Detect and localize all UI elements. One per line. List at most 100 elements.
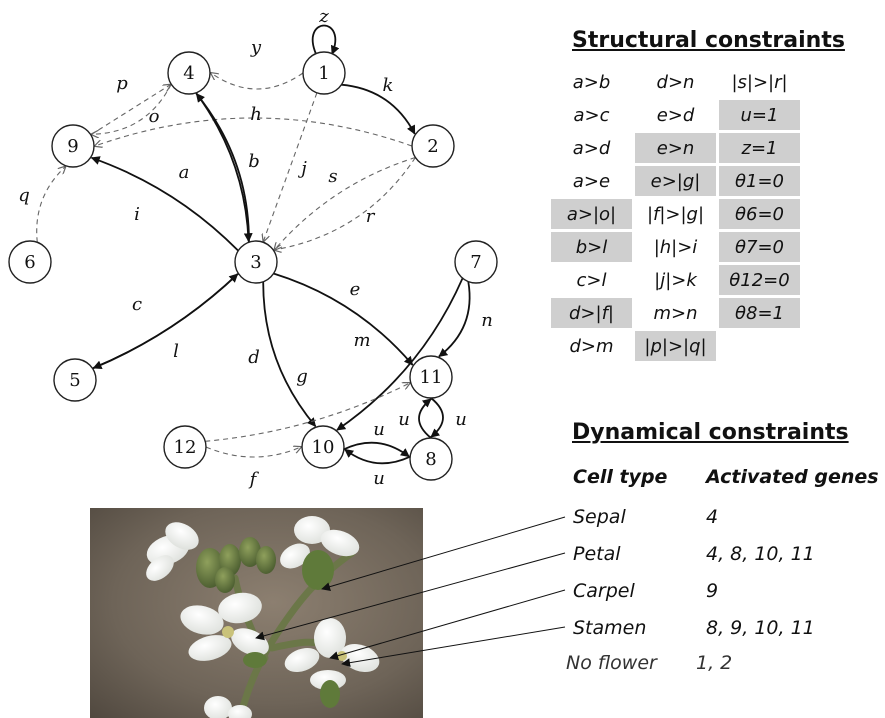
cell-type-header: Cell type bbox=[573, 466, 668, 488]
cell-type-name: Stamen bbox=[573, 617, 647, 639]
node-label: 6 bbox=[24, 252, 35, 273]
constraint-row: d>m|p|>|q| bbox=[551, 331, 800, 361]
node-circle bbox=[8, 240, 52, 284]
edge-u1 bbox=[418, 398, 432, 439]
cell-type-name: Carpel bbox=[573, 580, 635, 602]
node-circle bbox=[454, 240, 498, 284]
constraint-cell: θ12=0 bbox=[719, 265, 800, 295]
dynamical-row-no-flower: No flower 1, 2 bbox=[566, 652, 876, 680]
edge-label-u1: u bbox=[398, 409, 410, 430]
constraint-row: c>l |j|>k θ12=0 bbox=[551, 265, 800, 295]
constraint-cell: θ8=1 bbox=[719, 298, 800, 328]
constraint-cell: |s|>|r| bbox=[731, 71, 788, 93]
node-label: 2 bbox=[427, 136, 438, 157]
flower-partial-bottom bbox=[204, 696, 252, 718]
constraint-cell: |j|>k bbox=[654, 269, 697, 291]
edge-label-z: z bbox=[318, 6, 329, 27]
node-2: 2 bbox=[411, 124, 455, 168]
node-circle bbox=[409, 355, 453, 399]
edge-z bbox=[311, 24, 340, 55]
edge-label-s: s bbox=[328, 166, 337, 187]
edge-u3 bbox=[344, 448, 411, 465]
constraint-cell: z=1 bbox=[719, 133, 800, 163]
edge-p bbox=[92, 83, 172, 134]
edge-label-h: h bbox=[250, 104, 262, 125]
edge-s bbox=[274, 157, 416, 250]
edge-d bbox=[262, 281, 317, 427]
cell-type-name: Sepal bbox=[573, 506, 626, 528]
dynamical-row-carpel: Carpel 9 bbox=[566, 580, 876, 608]
edge-label-p: p bbox=[116, 73, 128, 94]
constraint-cell: e>|g| bbox=[635, 166, 716, 196]
node-circle bbox=[51, 124, 95, 168]
node-label: 9 bbox=[67, 136, 78, 157]
node-circle bbox=[167, 51, 211, 95]
node-label: 3 bbox=[250, 252, 261, 273]
edge-k bbox=[341, 83, 416, 135]
node-label: 11 bbox=[420, 367, 443, 388]
dynamical-row-petal: Petal 4, 8, 10, 11 bbox=[566, 543, 876, 571]
edge-label-k: k bbox=[383, 75, 394, 96]
constraint-cell: e>d bbox=[656, 104, 695, 126]
constraint-cell: u=1 bbox=[719, 100, 800, 130]
edge-label-y: y bbox=[250, 37, 262, 58]
constraint-cell: c>l bbox=[576, 269, 607, 291]
edge-f bbox=[205, 447, 301, 458]
activated-genes: 4 bbox=[706, 506, 719, 528]
edge-l bbox=[92, 273, 239, 370]
node-label: 7 bbox=[470, 252, 481, 273]
edge-label-d: d bbox=[248, 347, 260, 368]
node-8: 8 bbox=[409, 437, 453, 481]
node-1: 1 bbox=[302, 51, 346, 95]
edge-label-l: l bbox=[173, 341, 179, 362]
node-circle bbox=[301, 425, 345, 469]
node-5: 5 bbox=[53, 358, 97, 402]
dynamical-row-sepal: Sepal 4 bbox=[566, 506, 876, 534]
constraint-cell: a>e bbox=[572, 170, 611, 192]
edge-label-n: n bbox=[481, 310, 493, 331]
edge-label-q: q bbox=[18, 185, 30, 206]
flower-open-middle bbox=[180, 592, 269, 668]
edge-h bbox=[95, 117, 413, 146]
edges bbox=[36, 24, 471, 465]
constraint-cell: |h|>i bbox=[653, 236, 698, 258]
edge-label-c: c bbox=[132, 294, 142, 315]
activated-genes: 9 bbox=[706, 580, 719, 602]
edge-q bbox=[36, 167, 66, 243]
edge-y bbox=[211, 73, 304, 90]
constraint-cell: a>d bbox=[572, 137, 611, 159]
activated-genes: 4, 8, 10, 11 bbox=[706, 543, 815, 565]
dynamical-constraints-title: Dynamical constraints bbox=[572, 420, 849, 445]
node-circle bbox=[409, 437, 453, 481]
constraint-cell: a>b bbox=[572, 71, 611, 93]
edge-label-a: a bbox=[179, 162, 190, 183]
node-circle bbox=[234, 240, 278, 284]
node-6: 6 bbox=[8, 240, 52, 284]
flower-photo bbox=[90, 508, 423, 718]
edge-label-g: g bbox=[296, 366, 308, 387]
node-12: 12 bbox=[163, 425, 207, 469]
edge-u4 bbox=[343, 441, 410, 458]
constraint-cell bbox=[719, 331, 800, 361]
constraint-cell: |f|>|g| bbox=[646, 203, 705, 225]
edge-e bbox=[273, 272, 414, 366]
constraint-cell: θ1=0 bbox=[719, 166, 800, 196]
node-7: 7 bbox=[454, 240, 498, 284]
edge-label-u4: u bbox=[373, 468, 385, 489]
constraint-row: a>e e>|g|θ1=0 bbox=[551, 166, 800, 196]
edge-i bbox=[90, 156, 239, 252]
edge-label-j: j bbox=[297, 158, 307, 179]
edge-label-b: b bbox=[248, 151, 260, 172]
constraint-cell: b>l bbox=[551, 232, 632, 262]
edge-j bbox=[263, 92, 318, 242]
constraint-row: a>|o||f|>|g|θ6=0 bbox=[551, 199, 800, 229]
node-circle bbox=[163, 425, 207, 469]
node-11: 11 bbox=[409, 355, 453, 399]
